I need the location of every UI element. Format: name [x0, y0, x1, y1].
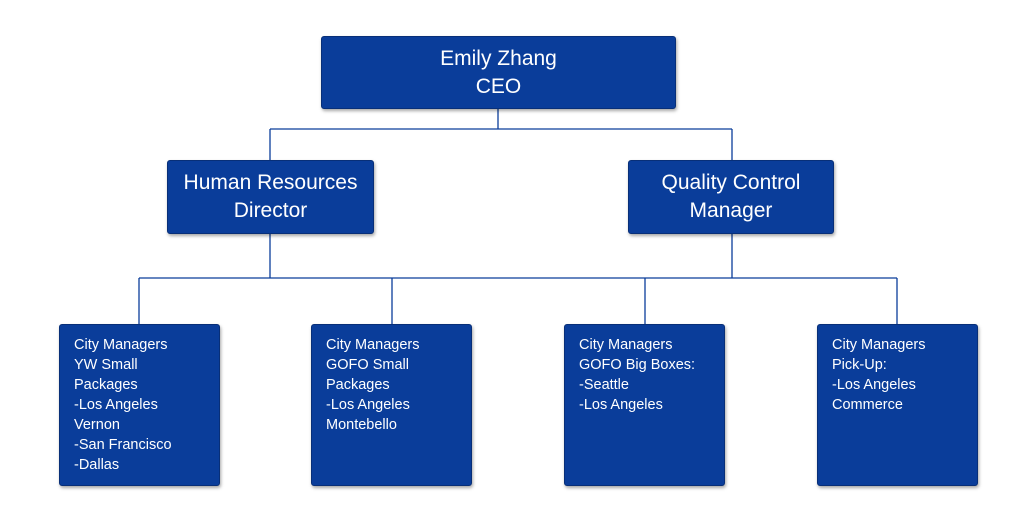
ceo-box: Emily Zhang CEO [321, 36, 676, 109]
city-managers-text-4: City Managers Pick-Up: -Los Angeles Comm… [832, 337, 926, 413]
city-managers-box-2: City Managers GOFO Small Packages -Los A… [311, 324, 472, 486]
ceo-name: Emily Zhang [440, 46, 557, 70]
qc-manager-box: Quality Control Manager [628, 160, 834, 234]
city-managers-text-3: City Managers GOFO Big Boxes: -Seattle -… [579, 337, 696, 413]
hr-line-2: Director [233, 199, 308, 222]
city-managers-box-3: City Managers GOFO Big Boxes: -Seattle -… [564, 324, 725, 486]
city-managers-text-2: City Managers GOFO Small Packages -Los A… [326, 337, 420, 433]
qc-line-1: Quality Control [661, 171, 801, 194]
city-managers-box-1: City Managers YW Small Packages -Los Ang… [59, 324, 220, 486]
city-managers-text-1: City Managers YW Small Packages -Los Ang… [74, 337, 172, 473]
ceo-title: CEO [475, 74, 522, 98]
qc-line-2: Manager [689, 199, 773, 222]
city-managers-box-4: City Managers Pick-Up: -Los Angeles Comm… [817, 324, 978, 486]
hr-line-1: Human Resources [183, 171, 358, 194]
hr-director-box: Human Resources Director [167, 160, 374, 234]
